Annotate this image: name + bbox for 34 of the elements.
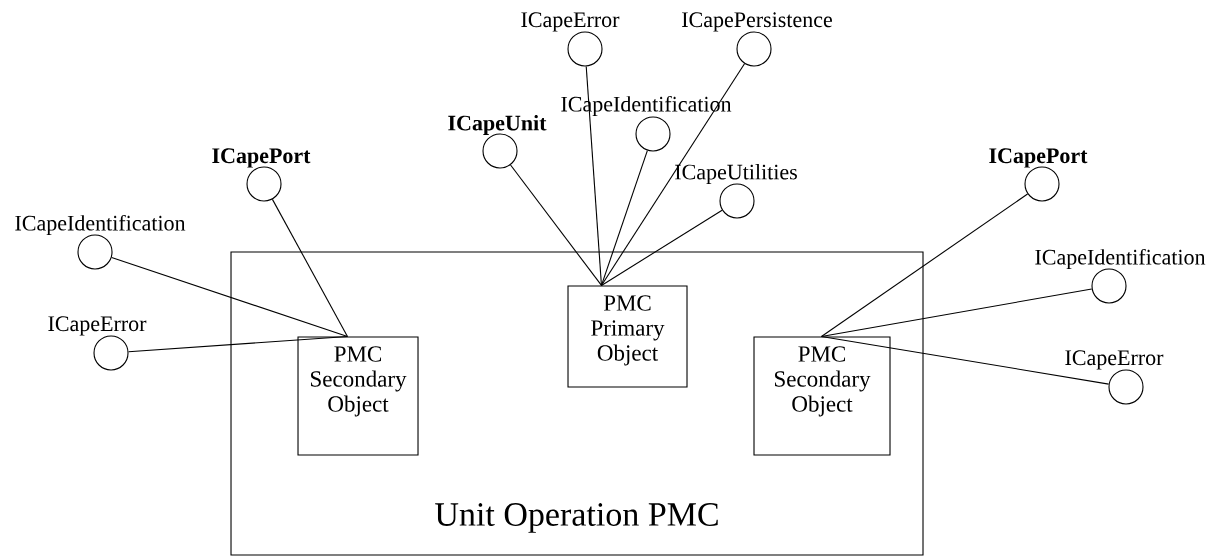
interface-lollipop: ICapeError [521,12,620,67]
object-box: PMC Secondary Object [297,336,419,456]
connector-line [820,193,1029,337]
interface-lollipop: ICapeUtilities [675,164,797,219]
node-label: ICapePort [989,148,1088,168]
interface-lollipop: ICapeIdentification [1035,248,1206,304]
connector-line [271,198,348,337]
interface-lollipop: ICapePort [989,148,1088,202]
connector-line [600,63,746,286]
node-label: ICapePort [212,148,311,168]
node-label: ICapeIdentification [1035,248,1206,270]
connector-line [510,164,602,286]
node-label: ICapeUtilities [675,164,797,184]
connector-line [820,335,1110,385]
interface-lollipop: ICapeError [1065,350,1164,405]
connector-line [111,257,348,337]
interface-lollipop: ICapePort [212,148,311,202]
connector-line [820,288,1093,337]
object-box: PMC Secondary Object [753,336,891,456]
node-label: ICapeError [521,12,620,32]
interface-lollipop: ICapeError [48,316,147,371]
connector-line [585,65,602,286]
object-box: PMC Primary Object [567,285,688,388]
interface-lollipop: ICapePersistence [682,12,832,67]
node-label: ICapePersistence [682,12,833,32]
connector-line [600,209,723,286]
interface-lollipop: ICapeUnit [448,115,547,169]
connector-line [600,150,648,286]
node-label: ICapeIdentification [15,214,186,236]
node-label: ICapeError [1065,350,1164,370]
node-label: ICapeUnit [448,115,547,135]
interface-lollipop: ICapeIdentification [15,214,186,270]
connector-line [127,335,348,353]
node-label: ICapeError [48,316,147,336]
